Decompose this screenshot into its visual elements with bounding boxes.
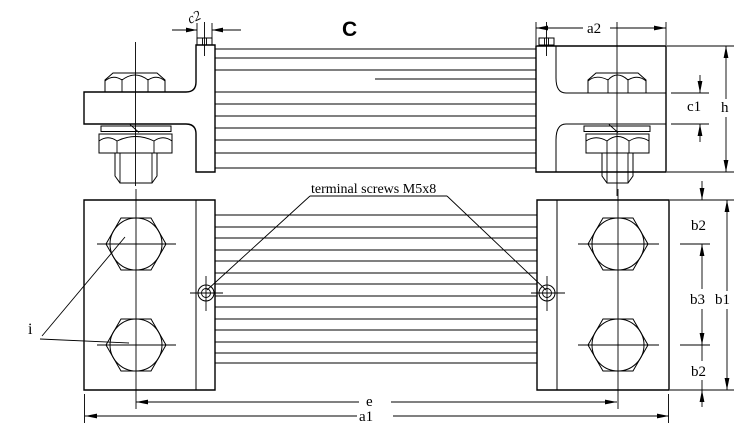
arrowhead xyxy=(605,399,617,405)
dimension-e: e xyxy=(136,394,617,410)
left-end-block-front xyxy=(83,199,216,391)
left-potential-screw xyxy=(196,22,213,56)
arrowhead xyxy=(724,200,730,212)
left-terminal-body xyxy=(83,44,216,173)
arrowhead xyxy=(724,378,730,390)
dimension-label-b3: b3 xyxy=(690,292,705,308)
arrowhead xyxy=(699,188,705,200)
dimension-b2-bottom: b2 xyxy=(670,345,734,407)
right-washer xyxy=(583,124,651,133)
right-lower-hex-bolt xyxy=(578,318,659,372)
index-leader-upper xyxy=(41,236,126,337)
dimension-label-e: e xyxy=(366,394,373,410)
dimension-a2: a2 xyxy=(535,21,667,45)
left-threaded-stud xyxy=(114,153,158,184)
left-washer xyxy=(100,124,172,133)
right-end-block-front xyxy=(536,199,670,391)
left-terminal-screw xyxy=(190,276,223,311)
right-threaded-stud xyxy=(601,153,634,184)
right-hex-bolt-head xyxy=(587,72,647,94)
dimension-a1: a1 xyxy=(84,394,669,425)
terminal-screws-label: terminal screws M5x8 xyxy=(311,182,436,197)
dimension-b2-top: b2 xyxy=(670,181,734,262)
arrowhead xyxy=(186,27,197,33)
right-terminal-screw xyxy=(531,276,565,311)
right-upper-hex-bolt xyxy=(578,217,659,271)
dimension-label-c1: c1 xyxy=(687,99,701,115)
left-upper-hex-bolt xyxy=(97,217,176,271)
dimension-label-b2-top: b2 xyxy=(691,218,706,234)
front-view xyxy=(83,189,670,409)
left-hex-bolt-head xyxy=(104,72,166,93)
arrowhead xyxy=(697,81,703,93)
arrowhead xyxy=(212,27,223,33)
view-label-c: C xyxy=(342,18,357,41)
resistance-strips-side xyxy=(215,48,536,169)
terminal-screws-leader xyxy=(206,195,547,291)
arrowhead xyxy=(85,413,97,419)
dimension-label-h: h xyxy=(721,100,729,116)
left-lower-hex-bolt xyxy=(97,318,176,372)
dimension-label-c2: c2 xyxy=(185,8,203,27)
dimension-label-b2-bottom: b2 xyxy=(691,364,706,380)
arrowhead xyxy=(699,244,705,256)
arrowhead xyxy=(723,46,729,58)
spring-washer-split xyxy=(608,124,619,133)
dimension-b1: b1 xyxy=(715,200,730,390)
index-label: i xyxy=(28,321,33,338)
dimension-h: h xyxy=(667,45,734,173)
dimension-label-b1: b1 xyxy=(715,292,730,308)
arrowhead xyxy=(699,390,705,402)
dimension-c2: c2 xyxy=(172,8,241,38)
arrowhead xyxy=(657,413,669,419)
arrowhead xyxy=(697,124,703,136)
spring-washer-split xyxy=(129,124,140,133)
dimension-c1: c1 xyxy=(671,75,709,142)
bolt-index-callout: i xyxy=(28,236,130,344)
top-side-view xyxy=(83,22,667,196)
index-leader-lower xyxy=(39,338,130,344)
left-hex-nut xyxy=(98,133,173,154)
right-terminal-body xyxy=(535,45,667,173)
arrowhead xyxy=(723,160,729,172)
dimension-label-a1: a1 xyxy=(359,409,373,425)
dimension-b3: b3 xyxy=(680,262,710,346)
right-hex-nut xyxy=(585,133,650,154)
terminal-screws-callout: terminal screws M5x8 xyxy=(206,182,547,291)
arrowhead xyxy=(699,333,705,345)
arrowhead xyxy=(136,399,148,405)
arrowhead xyxy=(536,25,548,31)
dimension-label-a2: a2 xyxy=(587,21,601,37)
resistance-strips-front xyxy=(215,214,537,364)
arrowhead xyxy=(654,25,666,31)
